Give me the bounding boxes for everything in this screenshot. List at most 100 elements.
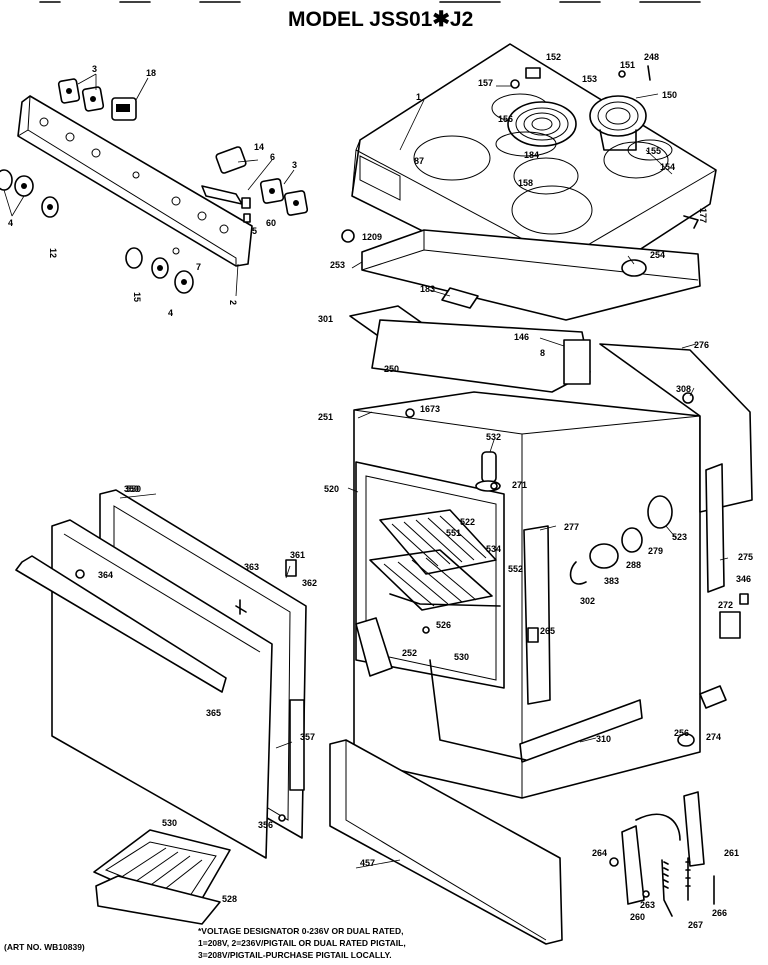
callout: 550 [126,484,141,494]
callout: 346 [736,574,751,584]
callout: 252 [402,648,417,658]
callout: 260 [630,912,645,922]
callout: 261 [724,848,739,858]
callout: 264 [592,848,607,858]
callout: 288 [626,560,641,570]
callout: 357 [300,732,315,742]
callout: 302 [580,596,595,606]
callout: 365 [206,708,221,718]
callout: 350 [124,484,139,494]
callout: 1673 [420,404,440,414]
callout: 265 [540,626,555,636]
callout: 153 [582,74,597,84]
callout: 248 [644,52,659,62]
control-panel-assembly [0,78,309,294]
callout: 1 [416,92,421,102]
callout: 2 [228,300,238,305]
callout: 276 [694,340,709,350]
callout: 266 [712,908,727,918]
callout: 8 [540,348,545,358]
callout: 275 [738,552,753,562]
callout: 274 [706,732,721,742]
thermostat-icon [647,495,673,529]
callout: 155 [646,146,661,156]
footnote: (ART NO. WB10839) *VOLTAGE DESIGNATOR 0-… [4,926,406,960]
part-callouts: 3 18 14 6 3 5 60 4 12 7 15 4 2 1 157 152… [8,52,753,930]
callout: 530 [162,818,177,828]
callout: 152 [546,52,561,62]
callout: 277 [564,522,579,532]
callout: 253 [330,260,345,270]
callout: 157 [478,78,493,88]
callout: 177 [698,208,708,223]
footnote-line-2: 1=208V, 2=236V/PIGTAIL OR DUAL RATED PIG… [198,938,406,948]
surface-unit-icon [507,95,647,151]
callout: 530 [454,652,469,662]
callout: 272 [718,600,733,610]
callout: 356 [258,820,273,830]
callout: 528 [222,894,237,904]
callout: 523 [672,532,687,542]
control-panel [17,95,253,267]
callout: 256 [674,728,689,738]
callout: 184 [524,150,539,160]
callout: 14 [254,142,264,152]
model-title: MODEL JSS01✱J2 [288,8,473,31]
callout: 4 [8,218,13,228]
callout: 87 [414,156,424,166]
oven-door-assembly [15,489,307,859]
switch-icon [215,146,247,174]
callout: 5 [252,226,257,236]
callout: 364 [98,570,113,580]
callout: 383 [604,576,619,586]
callout: 520 [324,484,339,494]
callout: 251 [318,412,333,422]
callout: 362 [302,578,317,588]
callout: 552 [508,564,523,574]
footnote-line-1: *VOLTAGE DESIGNATOR 0-236V OR DUAL RATED… [198,926,403,936]
leader-lines [3,73,729,869]
callout: 3 [292,160,297,170]
callout: 183 [420,284,435,294]
callout: 250 [384,364,399,374]
callout: 154 [660,162,675,172]
broiler-pan [93,829,231,925]
callout: 15 [132,292,142,302]
callout: 146 [514,332,529,342]
callout: 522 [460,517,475,527]
callout: 363 [244,562,259,572]
control-knob-icon [0,169,59,218]
callout: 267 [688,920,703,930]
callout: 6 [270,152,275,162]
art-number: (ART NO. WB10839) [4,942,85,952]
callout: 526 [436,620,451,630]
callout: 12 [48,248,58,258]
footnote-line-3: 3=208V/PIGTAIL-PURCHASE PIGTAIL LOCALLY. [198,950,392,960]
oven-rack-icon [369,509,497,611]
door-handle [15,555,227,693]
callout: 3 [92,64,97,74]
range-body [349,229,753,799]
callout: 158 [518,178,533,188]
infinite-switch-icon [57,78,105,112]
callout: 310 [596,734,611,744]
callout: 551 [446,528,461,538]
callout: 271 [512,480,527,490]
callout: 60 [266,218,276,228]
door-hinge-parts [609,685,727,917]
callout: 7 [196,262,201,272]
callout: 263 [640,900,655,910]
callout: 151 [620,60,635,70]
callout: 4 [168,308,173,318]
callout: 279 [648,546,663,556]
callout: 534 [486,544,501,554]
callout: 254 [650,250,665,260]
callout: 301 [318,314,333,324]
callout: 457 [360,858,375,868]
callout: 18 [146,68,156,78]
callout: 150 [662,90,677,100]
callout: 532 [486,432,501,442]
callout: 361 [290,550,305,560]
callout: 156 [498,114,513,124]
